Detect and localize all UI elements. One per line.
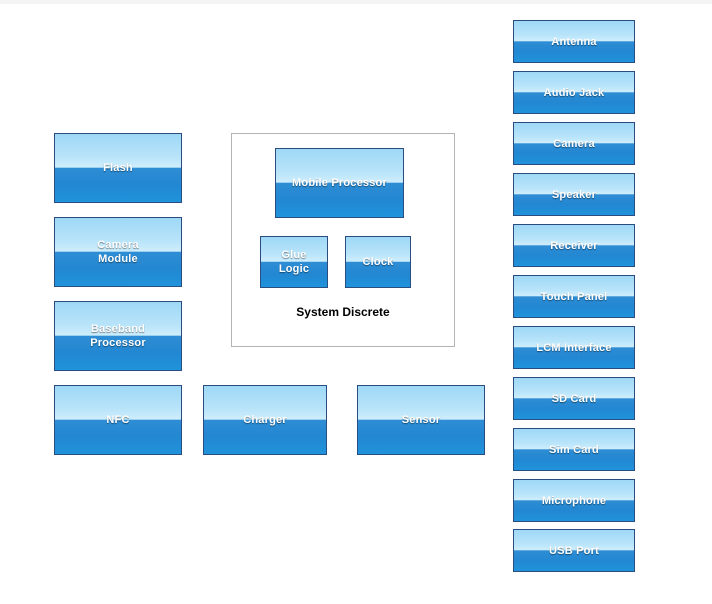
block-label: Antenna: [551, 35, 597, 48]
block-label: Sim Card: [549, 443, 599, 456]
block-label: Sensor: [401, 414, 441, 426]
block-label: NFC: [106, 414, 130, 426]
block-label: Touch Panel: [540, 290, 608, 303]
system-discrete-caption: System Discrete: [296, 305, 390, 319]
block-clock[interactable]: Clock: [345, 236, 411, 288]
block-antenna[interactable]: Antenna: [513, 20, 635, 63]
block-sd-card[interactable]: SD Card: [513, 377, 635, 420]
block-label: Microphone: [541, 494, 607, 507]
block-label: Audio Jack: [543, 86, 605, 99]
block-label: Flash: [103, 162, 133, 174]
block-sim-card[interactable]: Sim Card: [513, 428, 635, 471]
block-lcm-interface[interactable]: LCM Interface: [513, 326, 635, 369]
block-touch-panel[interactable]: Touch Panel: [513, 275, 635, 318]
block-label: USB Port: [549, 544, 599, 557]
block-flash[interactable]: Flash: [54, 133, 182, 203]
block-camera[interactable]: Camera: [513, 122, 635, 165]
block-speaker[interactable]: Speaker: [513, 173, 635, 216]
block-label: LCM Interface: [536, 341, 612, 354]
block-receiver[interactable]: Receiver: [513, 224, 635, 267]
block-mobile-processor[interactable]: Mobile Processor: [275, 148, 404, 218]
block-label: Charger: [243, 414, 287, 426]
block-label: Clock: [362, 256, 394, 268]
block-audio-jack[interactable]: Audio Jack: [513, 71, 635, 114]
block-label: Speaker: [551, 188, 597, 201]
block-label: Mobile Processor: [292, 177, 387, 189]
block-nfc[interactable]: NFC: [54, 385, 182, 455]
top-strip: [0, 0, 712, 4]
block-label: Receiver: [550, 239, 598, 252]
block-usb-port[interactable]: USB Port: [513, 529, 635, 572]
block-charger[interactable]: Charger: [203, 385, 327, 455]
block-microphone[interactable]: Microphone: [513, 479, 635, 522]
block-label: SD Card: [551, 392, 597, 405]
block-sensor[interactable]: Sensor: [357, 385, 485, 455]
block-label: Camera: [553, 137, 595, 150]
